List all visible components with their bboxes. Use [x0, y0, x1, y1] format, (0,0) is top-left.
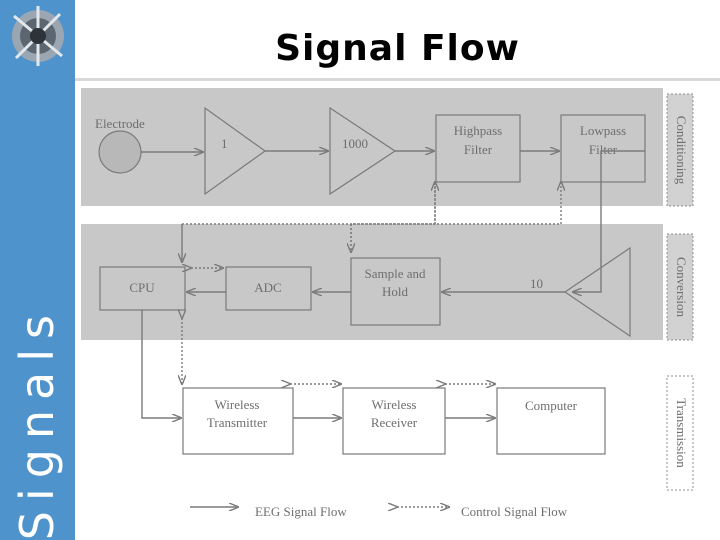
side-title-text: Signals	[10, 304, 64, 540]
section-transmission: Transmission	[666, 375, 694, 491]
amp1000-triangle	[329, 106, 397, 196]
computer-label: Computer	[525, 398, 578, 413]
cpu-label: CPU	[129, 280, 155, 295]
wireless-tx-box	[182, 387, 294, 455]
control-signal-lines	[182, 182, 561, 384]
section-conditioning: Conditioning	[666, 93, 694, 207]
cpu-box	[99, 266, 186, 311]
amp1-triangle	[204, 106, 267, 196]
legend-eeg-label: EEG Signal Flow	[255, 504, 347, 519]
lowpass-box	[560, 114, 646, 183]
electrode-label: Electrode	[95, 116, 145, 131]
highpass-label-2: Filter	[464, 142, 493, 157]
cpu-to-transmitter-arrow	[141, 310, 181, 418]
wireless-tx-label-1: Wireless	[215, 397, 260, 412]
amp1-gain: 1	[221, 136, 228, 151]
signal-flow-diagram: Conditioning Conversion Transmission Ele…	[81, 88, 694, 519]
section-transmission-label: Transmission	[674, 398, 689, 468]
sample-hold-box	[350, 257, 441, 326]
highpass-label-1: Highpass	[454, 123, 502, 138]
amp10-triangle	[563, 246, 631, 338]
wireless-tx-label-2: Transmitter	[207, 415, 268, 430]
sample-hold-label-1: Sample and	[364, 266, 426, 281]
section-conversion: Conversion	[666, 233, 694, 341]
adc-label: ADC	[254, 280, 281, 295]
slide-title: Signal Flow	[275, 28, 520, 69]
highpass-box	[435, 114, 521, 183]
title-divider	[75, 78, 720, 81]
sample-hold-label-2: Hold	[382, 284, 409, 299]
sidebar: Signals	[0, 0, 75, 540]
lowpass-to-amp10-arrow	[573, 150, 645, 292]
section-conversion-label: Conversion	[674, 257, 689, 317]
satellite-logo-icon	[12, 6, 64, 66]
legend-control-label: Control Signal Flow	[461, 504, 568, 519]
adc-box	[225, 266, 312, 311]
section-conditioning-label: Conditioning	[674, 116, 689, 185]
computer-box	[496, 387, 606, 455]
amp1000-gain: 1000	[342, 136, 368, 151]
lowpass-label-1: Lowpass	[580, 123, 626, 138]
wireless-rx-box	[342, 387, 446, 455]
lowpass-label-2: Filter	[589, 142, 618, 157]
side-title: Signals	[0, 75, 75, 540]
amp10-gain: 10	[530, 276, 543, 291]
electrode-circle	[98, 130, 142, 174]
wireless-rx-label-1: Wireless	[372, 397, 417, 412]
wireless-rx-label-2: Receiver	[371, 415, 418, 430]
